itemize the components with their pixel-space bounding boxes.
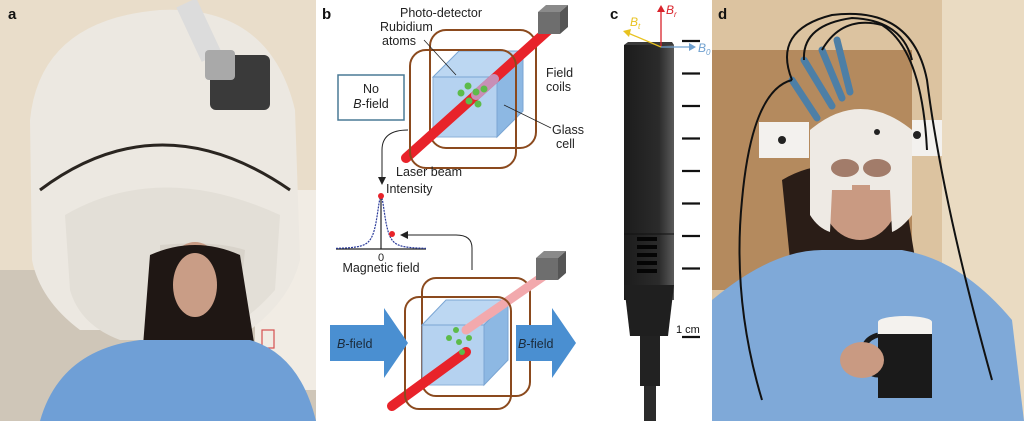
label-bt: Bt — [630, 15, 641, 31]
photo-detector-top — [538, 5, 568, 34]
rubidium-atoms-bottom — [446, 327, 472, 355]
sensor-cables — [738, 12, 993, 401]
arrow-from-detector — [400, 231, 473, 270]
opm-helmet — [810, 109, 912, 232]
field-coil-front-top — [409, 49, 517, 169]
hand — [840, 342, 884, 378]
bfield-arrow-left — [330, 308, 408, 378]
resonance-peak-point — [378, 193, 384, 199]
label-glass-cell-line2: cell — [556, 137, 575, 151]
panel-label-c: c — [610, 6, 619, 23]
scale-ticks — [682, 39, 700, 339]
label-bfield-box: B-field — [353, 97, 388, 111]
label-br: Br — [666, 3, 677, 19]
arrow-to-intensity — [378, 129, 409, 185]
label-field-coils-line1: Field — [546, 66, 573, 80]
bfield-arrow-right — [516, 308, 576, 378]
sensor-connector — [624, 285, 674, 336]
field-coil-front-bottom — [404, 296, 512, 410]
panel-a-meg-photo: a — [0, 0, 316, 421]
label-no: No — [363, 82, 379, 96]
dewar-seam — [39, 143, 291, 192]
panel-label-d: d — [718, 6, 728, 23]
opm-sensors — [788, 36, 854, 122]
label-bfield-left: B-field — [337, 337, 372, 351]
panel-label-a: a — [8, 6, 17, 23]
opm-schematic-svg: Photo-detector Rubidium atoms Field coil… — [330, 5, 584, 411]
sensor-strain-relief — [640, 336, 660, 386]
sensor-vent-slots — [637, 237, 657, 273]
panel-b-opm-schematic: Photo-detector Rubidium atoms Field coil… — [316, 0, 606, 421]
label-1cm: 1 cm — [676, 324, 700, 336]
label-glass-cell-line1: Glass — [552, 123, 584, 137]
label-field-coils-line2: coils — [546, 80, 571, 94]
patient-gown — [40, 340, 316, 421]
scanner-arm — [176, 0, 222, 62]
rubidium-atoms-top — [457, 82, 488, 108]
opm-helmet-illustration — [712, 0, 1024, 421]
lorentzian-plot — [335, 193, 427, 250]
panel-d-opm-helmet-photo: d — [712, 0, 1024, 421]
label-rubidium-line1: Rubidium — [380, 20, 433, 34]
meg-scanner-illustration — [0, 0, 316, 421]
label-laser-beam: Laser beam — [396, 165, 462, 179]
label-magnetic-field: Magnetic field — [342, 261, 419, 275]
sensor-cable — [644, 386, 656, 421]
label-b0: B0 — [698, 41, 711, 57]
label-zero: 0 — [378, 252, 384, 264]
photo-detector-bottom — [536, 251, 566, 280]
field-coil-back-top — [429, 29, 537, 149]
label-photo-detector: Photo-detector — [400, 6, 482, 20]
axis-bt-arrow — [627, 32, 662, 48]
label-bfield-right: B-field — [518, 337, 553, 351]
coffee-mug — [878, 322, 932, 398]
patient-gown — [712, 250, 1024, 421]
shifted-signal-point — [389, 231, 395, 237]
label-rubidium-line2: atoms — [382, 34, 416, 48]
panel-c-opm-sensor: Br Bt B0 1 cm c — [606, 0, 712, 421]
label-intensity: Intensity — [386, 182, 433, 196]
sensor-body — [624, 45, 674, 300]
opm-sensor-svg: Br Bt B0 1 cm — [623, 3, 711, 421]
no-bfield-box — [337, 74, 405, 121]
panel-label-b: b — [322, 6, 332, 23]
